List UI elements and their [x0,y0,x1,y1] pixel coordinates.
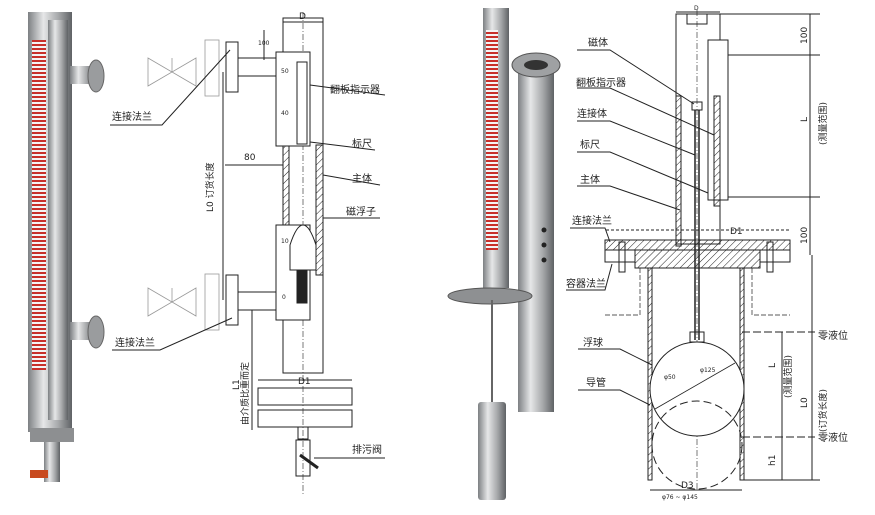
label-scale-right: 标尺 [580,139,600,151]
dim-l1-note: 由介质比重而定 [239,362,251,425]
dim-l1: L1 [232,379,242,390]
scale-0: 0 [282,294,286,301]
label-connector: 连接体 [577,107,607,120]
dim-range-upper: (测量范围) [817,102,829,145]
label-zero-level-top: 零液位 [818,329,848,342]
dim-lo: L0 订货长度 [204,162,216,212]
label-main-body: 主体 [352,173,372,185]
right-drawing-labels: 磁体 翻板指示器 连接体 标尺 主体 连接法兰 容器法兰 浮球 导管 零液位 零… [566,5,848,501]
dim-d3: D3 [681,481,694,491]
left-gauge-photo [28,12,105,482]
dim-h1: h1 [768,455,778,466]
dim-d1: D1 [298,377,311,387]
right-technical-drawing [566,10,820,491]
label-magnetic-float: 磁浮子 [346,205,376,218]
ghost-valve-top [147,39,220,97]
label-flange-right: 连接法兰 [572,214,612,227]
left-technical-drawing [110,12,386,495]
scale-40: 40 [281,110,289,117]
label-main-body-right: 主体 [580,174,600,186]
dim-phi50: φ50 [664,374,676,381]
label-drain-valve: 排污阀 [352,443,382,456]
label-flap-indicator: 翻板指示器 [330,83,380,96]
label-guide-tube: 导管 [586,376,606,389]
ghost-valve-bottom [147,273,220,331]
dim-l-upper: L [800,117,810,122]
label-flange-top: 连接法兰 [112,110,152,123]
dim-d: D [299,12,306,22]
dim-100: 100 [258,40,270,47]
dim-l-lower: L [768,363,778,368]
dim-lo-right: L0 [800,397,810,408]
label-scale: 标尺 [352,138,372,150]
scale-10: 10 [281,238,289,245]
dim-d3-range: φ76 ~ φ145 [662,494,698,501]
dim-top-100: 100 [800,27,810,44]
float-ball-gauge-photo [447,8,561,500]
label-magnet: 磁体 [588,36,608,49]
dim-mid-100: 100 [800,227,810,244]
dim-d-right: D [694,5,699,12]
label-flap-indicator-right: 翻板指示器 [576,76,626,89]
dim-range-lower: (测量范围) [782,355,794,398]
label-zero-level-bottom: 零液位 [818,431,848,444]
label-flange-bottom: 连接法兰 [115,336,155,349]
label-float-ball: 浮球 [583,336,603,349]
dim-d1-right: D1 [730,227,743,237]
dim-phi125: φ125 [700,367,716,374]
left-drawing-labels: 连接法兰 连接法兰 翻板指示器 标尺 主体 磁浮子 排污阀 D 100 80 L… [112,12,382,456]
scale-50: 50 [281,68,289,75]
label-vessel-flange: 容器法兰 [566,277,606,290]
dim-order-length: (订货长度) [817,389,829,432]
dim-80: 80 [244,153,256,163]
